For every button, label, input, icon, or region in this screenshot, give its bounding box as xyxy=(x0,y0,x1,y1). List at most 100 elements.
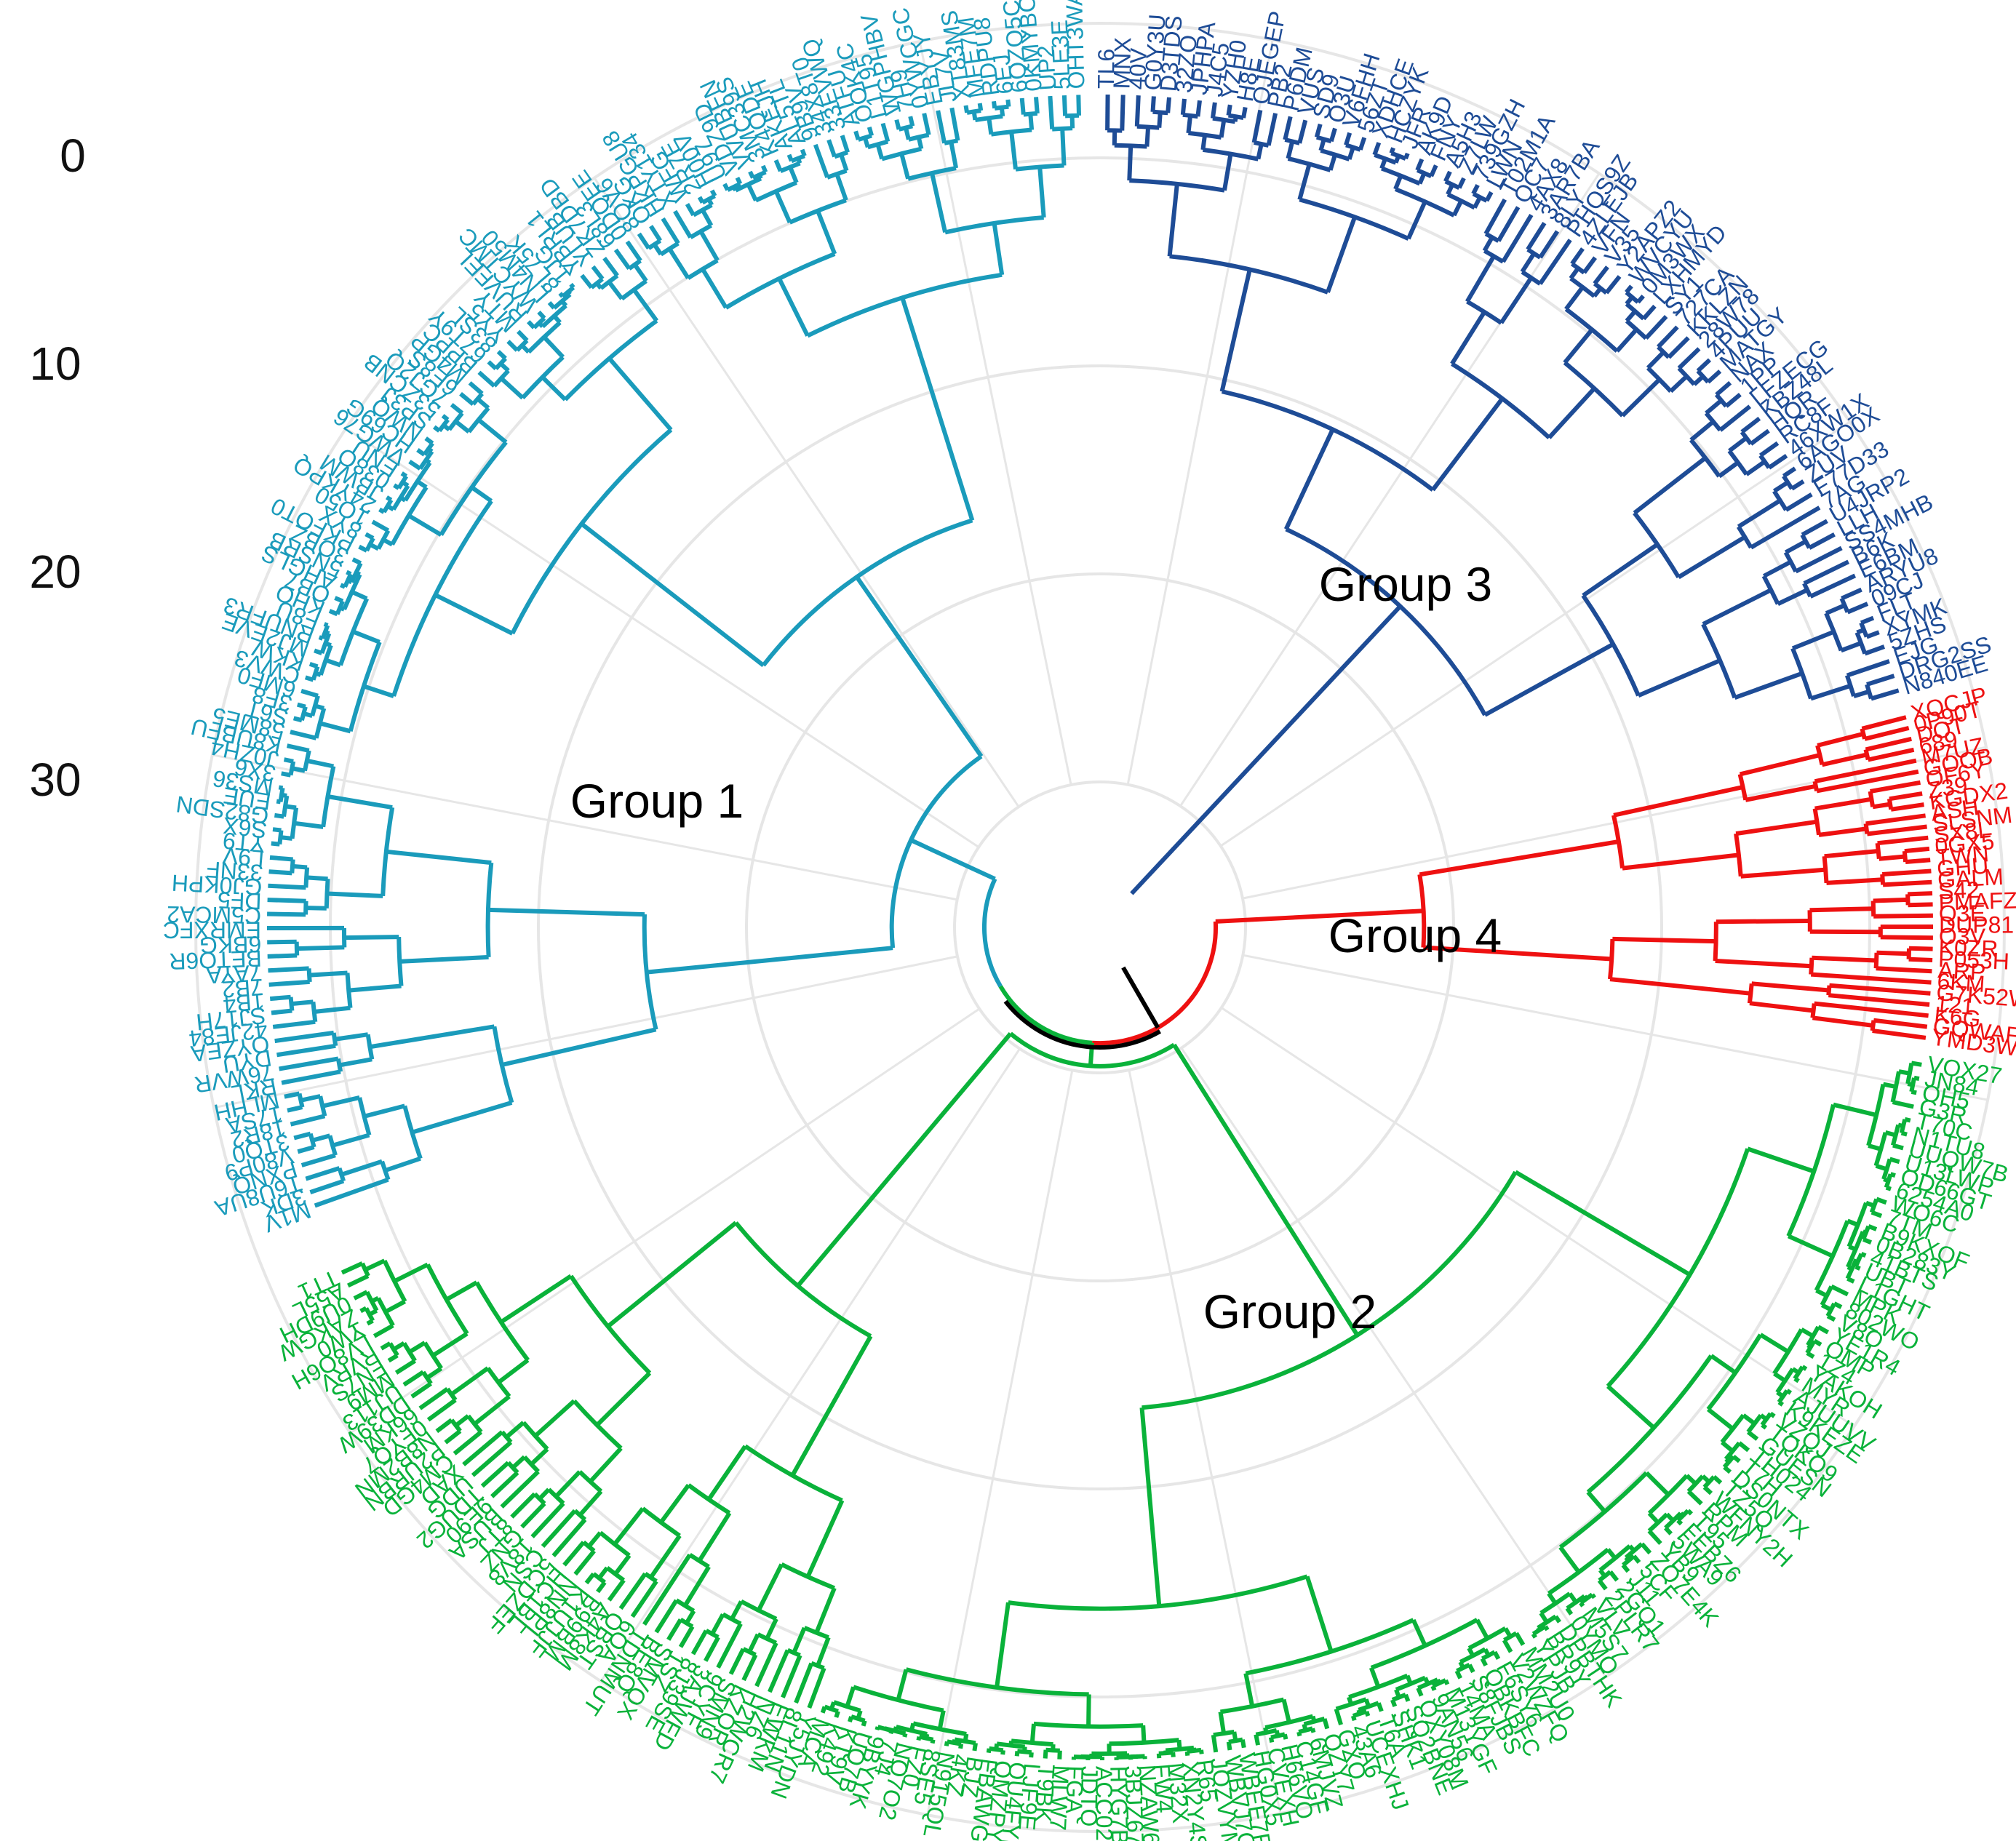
grid-spoke xyxy=(1180,1047,1607,1678)
branch-arc xyxy=(360,1262,370,1277)
branch-radial xyxy=(1810,683,1852,701)
branch-radial xyxy=(1735,819,1817,836)
branch-radial xyxy=(314,1005,351,1014)
branch-arc xyxy=(342,573,362,610)
branch-radial xyxy=(1429,164,1438,177)
branch-radial xyxy=(547,301,556,310)
branch-radial xyxy=(1809,573,1857,599)
branch-arc xyxy=(364,537,375,552)
branch-radial xyxy=(1057,1750,1062,1760)
branch-radial xyxy=(1268,1736,1275,1743)
group-label-4: Group 4 xyxy=(1328,908,1502,962)
leaf-label: JDTQ xyxy=(1076,1766,1103,1827)
branch-arc xyxy=(1884,1173,1893,1189)
join-arc-group1 xyxy=(982,878,1003,988)
branch-radial xyxy=(706,1445,747,1501)
branch-radial xyxy=(1872,802,1891,810)
branch-radial xyxy=(1769,1411,1776,1418)
branch-radial xyxy=(1328,153,1337,171)
branch-arc xyxy=(1109,1738,1179,1746)
branch-radial xyxy=(796,1031,1013,1287)
branch-radial xyxy=(1801,519,1828,537)
branch-radial xyxy=(1710,1354,1737,1375)
branch-radial xyxy=(394,1359,417,1375)
branch-radial xyxy=(300,1153,336,1167)
branch-radial xyxy=(334,1032,369,1042)
leaf-label: UP2 xyxy=(1032,44,1061,91)
leaf-label: 121 xyxy=(1935,990,1975,1020)
branch-arc xyxy=(1228,1737,1243,1744)
branch-radial xyxy=(1105,94,1110,131)
branch-radial xyxy=(936,110,947,144)
branch-arc xyxy=(1706,1333,1763,1411)
branch-radial xyxy=(580,273,594,289)
branch-radial xyxy=(1787,1234,1834,1258)
leaf-label: G0Y3U xyxy=(1139,13,1171,91)
branch-radial xyxy=(306,875,328,882)
branch-radial xyxy=(963,105,970,113)
branch-radial xyxy=(1368,1666,1381,1688)
branch-radial xyxy=(558,292,565,298)
branch-radial xyxy=(278,785,284,791)
branch-radial xyxy=(1800,1327,1814,1338)
leaf-label: ACC02 xyxy=(1091,1766,1117,1841)
branch-radial xyxy=(1809,929,1881,935)
branch-radial xyxy=(1784,539,1807,555)
branch-radial xyxy=(816,209,837,255)
branch-arc xyxy=(834,150,849,159)
branch-arc xyxy=(1537,1614,1557,1630)
branch-radial xyxy=(308,661,319,669)
branch-radial xyxy=(497,1358,530,1384)
branch-radial xyxy=(1150,96,1156,112)
branch-radial xyxy=(716,1623,743,1669)
branch-radial xyxy=(788,166,799,184)
branch-radial xyxy=(1256,143,1264,160)
branch-arc xyxy=(689,223,712,239)
branch-radial xyxy=(1669,375,1689,394)
grid-spoke xyxy=(1128,1069,1282,1814)
branch-radial xyxy=(1172,1043,1360,1337)
branch-radial xyxy=(613,1507,645,1546)
root-arc xyxy=(1003,999,1161,1050)
branch-arc xyxy=(1866,1084,1886,1146)
branch-radial xyxy=(366,1319,374,1326)
branch-radial xyxy=(1808,532,1836,550)
branch-arc xyxy=(303,750,311,772)
branch-radial xyxy=(1364,1710,1371,1717)
leaf-label: LJF9E xyxy=(1013,1762,1045,1832)
branch-radial xyxy=(1865,736,1912,752)
branch-radial xyxy=(1586,1490,1607,1514)
branch-radial xyxy=(735,177,743,185)
branch-radial xyxy=(1156,1753,1162,1759)
branch-arc xyxy=(338,597,370,666)
branch-arc xyxy=(426,1263,469,1335)
branch-arc xyxy=(1563,361,1625,418)
leaf-label: Z39 xyxy=(1926,772,1969,804)
leaf-label: PMAFZS xyxy=(1938,887,2016,916)
branch-arc xyxy=(1188,130,1222,140)
branch-radial xyxy=(1742,1413,1756,1426)
branch-arc xyxy=(1558,1471,1649,1549)
branch-radial xyxy=(773,159,783,172)
branch-radial xyxy=(1344,132,1352,146)
branch-arc xyxy=(343,572,353,588)
branch-radial xyxy=(1676,1519,1684,1526)
leaf-label: 40V xyxy=(1124,47,1152,90)
branch-radial xyxy=(1297,119,1308,144)
branch-radial xyxy=(685,203,696,217)
branch-radial xyxy=(1715,959,1812,969)
branch-radial xyxy=(1707,1407,1734,1431)
branch-radial xyxy=(580,522,765,668)
branch-radial xyxy=(1876,950,1909,957)
branch-radial xyxy=(410,1381,432,1399)
branch-radial xyxy=(1037,167,1046,218)
branch-radial xyxy=(1423,945,1612,962)
branch-radial xyxy=(607,280,624,300)
branch-radial xyxy=(1904,1117,1911,1123)
branch-arc xyxy=(1727,450,1748,476)
branch-radial xyxy=(1579,1601,1585,1608)
branch-radial xyxy=(1677,535,1746,580)
branch-radial xyxy=(281,1069,341,1085)
branch-radial xyxy=(618,1572,648,1610)
branch-arc xyxy=(1316,135,1332,144)
